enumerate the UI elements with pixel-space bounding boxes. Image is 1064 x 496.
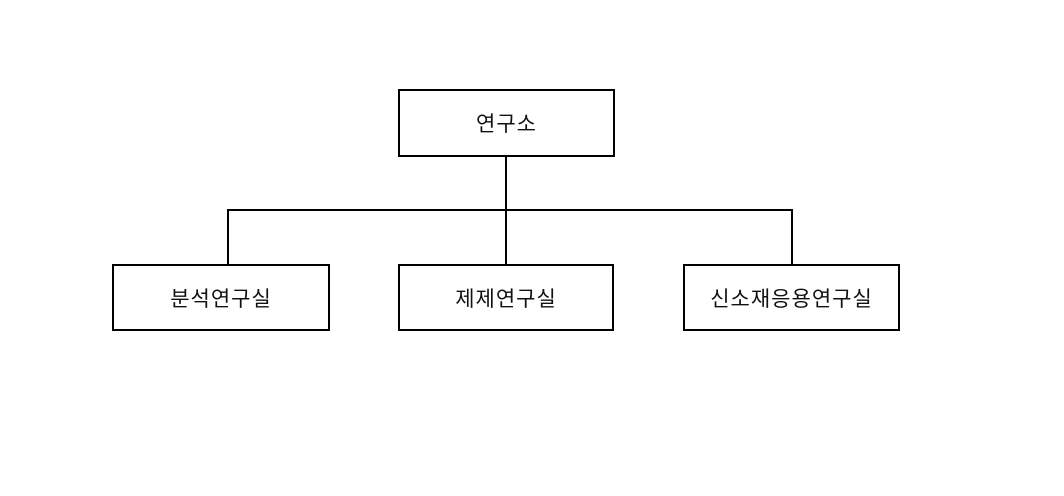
org-node-formulation-lab: 제제연구실 [398, 264, 614, 331]
org-node-new-materials-lab: 신소재응용연구실 [683, 264, 900, 331]
org-node-analysis-lab: 분석연구실 [112, 264, 330, 331]
connector-right-vertical-line [791, 209, 793, 264]
org-node-formulation-lab-label: 제제연구실 [455, 286, 557, 311]
connector-left-vertical-line [227, 209, 229, 264]
org-node-root: 연구소 [398, 89, 615, 157]
org-node-root-label: 연구소 [476, 112, 537, 136]
connector-horizontal-line [227, 209, 793, 211]
org-node-new-materials-lab-label: 신소재응용연구실 [710, 286, 873, 311]
org-node-analysis-lab-label: 분석연구실 [170, 286, 272, 311]
